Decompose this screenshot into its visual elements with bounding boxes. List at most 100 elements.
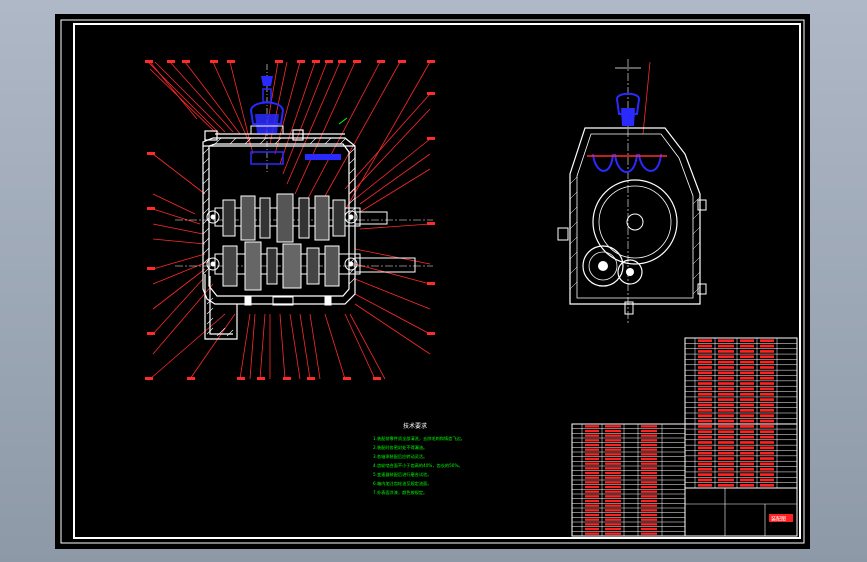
table-cell-text xyxy=(760,339,774,343)
table-cell-text xyxy=(585,504,599,507)
table-cell-text xyxy=(605,532,621,535)
table-cell-text xyxy=(760,473,774,476)
table-cell-text xyxy=(641,499,657,503)
parts-list-upper xyxy=(684,337,798,489)
table-cell-text xyxy=(585,471,599,475)
table-cell-text xyxy=(605,453,621,456)
table-cell-text xyxy=(641,523,657,526)
table-cell-text xyxy=(718,382,734,385)
table-cell-text xyxy=(698,414,712,418)
table-cell-text xyxy=(641,448,657,451)
table-cell-text xyxy=(740,398,754,401)
table-cell-text xyxy=(718,398,734,401)
table-cell-text xyxy=(740,435,754,439)
notes-title: 技术要求 xyxy=(403,422,427,430)
table-cell-text xyxy=(605,471,621,475)
table-cell-text xyxy=(605,518,621,521)
table-cell-text xyxy=(740,403,754,407)
cad-viewport[interactable]: 技术要求 1.装配前零件须全部清洗，去除毛刺和铸造飞边。2.装配时各密封处不得漏… xyxy=(55,14,810,549)
table-cell-text xyxy=(760,462,774,466)
table-cell-text xyxy=(718,414,734,418)
table-cell-text xyxy=(585,429,599,433)
table-cell-text xyxy=(605,509,621,512)
table-cell-text xyxy=(740,360,754,364)
title-block: 装配图 xyxy=(684,487,798,537)
table-cell-text xyxy=(585,439,599,442)
table-cell-text xyxy=(740,419,754,423)
note-line: 4.齿轮啮合面不小于齿高的40%，齿长的50%。 xyxy=(373,462,463,469)
table-cell-text xyxy=(585,532,599,535)
table-cell-text xyxy=(641,453,657,456)
table-cell-text xyxy=(641,425,657,428)
table-cell-text xyxy=(718,360,734,364)
table-cell-text xyxy=(698,462,712,466)
table-cell-text xyxy=(698,350,712,353)
table-cell-text xyxy=(698,408,712,412)
table-cell-text xyxy=(585,499,599,503)
note-line: 7.外表面涂漆，颜色按规定。 xyxy=(373,489,427,496)
table-cell-text xyxy=(740,408,754,412)
table-cell-text xyxy=(698,344,712,348)
gearbox-housing xyxy=(202,129,356,340)
table-cell-text xyxy=(641,532,657,535)
callout-marks xyxy=(145,60,435,380)
table-cell-text xyxy=(740,473,754,476)
table-cell-text xyxy=(585,425,599,428)
table-cell-text xyxy=(641,471,657,475)
table-cell-text xyxy=(760,430,774,434)
table-cell-text xyxy=(740,355,754,359)
shift-lever-assembly xyxy=(249,64,341,174)
main-section-view xyxy=(145,60,435,380)
table-cell-text xyxy=(698,467,712,471)
side-section-view xyxy=(557,59,707,324)
table-cell-text xyxy=(718,467,734,471)
table-cell-text xyxy=(641,481,657,484)
table-cell-text xyxy=(698,360,712,364)
table-cell-text xyxy=(740,483,754,487)
table-cell-text xyxy=(585,495,599,498)
table-cell-text xyxy=(718,403,734,407)
table-cell-text xyxy=(760,392,774,396)
table-cell-text xyxy=(641,467,657,470)
table-cell-text xyxy=(740,414,754,418)
table-cell-text xyxy=(585,523,599,526)
table-cell-text xyxy=(740,478,754,482)
table-cell-text xyxy=(641,462,657,465)
table-cell-text xyxy=(605,476,621,479)
table-cell-text xyxy=(760,382,774,385)
table-cell-text xyxy=(698,355,712,359)
table-cell-text xyxy=(605,425,621,428)
table-cell-text xyxy=(641,495,657,498)
table-cell-text xyxy=(760,360,774,364)
table-cell-text xyxy=(718,451,734,455)
table-cell-text xyxy=(585,476,599,479)
table-cell-text xyxy=(718,366,734,369)
table-cell-text xyxy=(718,441,734,444)
table-cell-text xyxy=(740,371,754,375)
table-cell-text xyxy=(718,462,734,466)
table-cell-text xyxy=(718,457,734,460)
table-cell-text xyxy=(585,457,599,461)
table-cell-text xyxy=(641,443,657,447)
table-cell-text xyxy=(641,457,657,461)
table-cell-text xyxy=(718,435,734,439)
table-cell-text xyxy=(605,439,621,442)
table-cell-text xyxy=(641,429,657,433)
note-line: 5.变速器装配后进行磨合试验。 xyxy=(373,471,431,478)
note-line: 6.箱内加注齿轮油至规定油面。 xyxy=(373,480,431,487)
table-cell-text xyxy=(740,350,754,353)
table-cell-text xyxy=(585,490,599,493)
table-cell-text xyxy=(585,481,599,484)
table-cell-text xyxy=(740,344,754,348)
table-cell-text xyxy=(740,457,754,460)
table-cell-text xyxy=(740,430,754,434)
table-cell-text xyxy=(760,451,774,455)
leader-lines xyxy=(147,61,431,380)
table-cell-text xyxy=(698,387,712,391)
table-cell-text xyxy=(760,441,774,444)
table-cell-text xyxy=(698,441,712,444)
table-cell-text xyxy=(760,355,774,359)
table-cell-text xyxy=(698,478,712,482)
table-cell-text xyxy=(718,430,734,434)
table-cell-text xyxy=(740,441,754,444)
